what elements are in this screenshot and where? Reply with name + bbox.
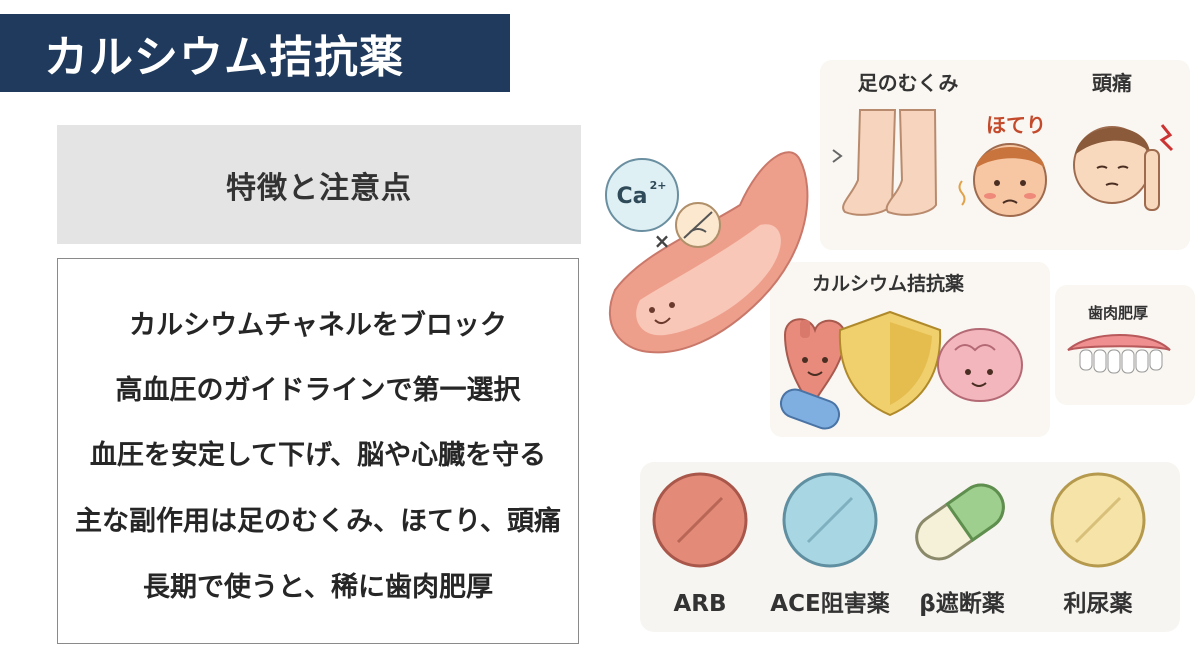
point-item: カルシウムチャネルをブロック: [129, 310, 507, 341]
diuretic-pill-icon: [1050, 472, 1146, 568]
arb-label: ARB: [673, 591, 726, 617]
swollen-feet-icon: [832, 109, 938, 216]
beta-capsule-icon: [915, 483, 1005, 561]
gum-label: 歯肉肥厚: [1088, 304, 1148, 322]
blocked-channel-icon: [675, 202, 721, 248]
beta-blocker-label: β遮断薬: [919, 590, 1004, 617]
shield-icon: [838, 310, 942, 417]
point-item: 高血圧のガイドラインで第一選択: [115, 375, 521, 406]
page-title: カルシウム拮抗薬: [44, 32, 404, 83]
flushed-face-icon: [958, 143, 1047, 217]
ion-label: Ca: [617, 184, 648, 209]
blood-vessel-icon: [609, 151, 809, 354]
diuretic-label: 利尿薬: [1064, 591, 1133, 617]
gum-teeth-icon: [1067, 334, 1171, 374]
title-banner: カルシウム拮抗薬: [0, 14, 510, 92]
ace-pill-icon: [782, 472, 878, 568]
headache-label: 頭痛: [1092, 71, 1132, 95]
arb-pill-icon: [652, 472, 748, 568]
capsule-icon: [779, 388, 841, 430]
point-item: 血圧を安定して下げ、脳や心臓を守る: [89, 440, 547, 471]
ion-charge: 2+: [650, 179, 667, 192]
swelling-label: 足のむくみ: [858, 71, 959, 95]
brain-icon: [937, 328, 1023, 402]
key-points-box: カルシウムチャネルをブロック 高血圧のガイドラインで第一選択 血圧を安定して下げ…: [57, 258, 579, 644]
illustration: Ca 2+ × 足のむくみ 頭痛 ほてり カルシウム拮抗薬: [605, 60, 1195, 632]
drug-label: カルシウム拮抗薬: [812, 272, 964, 295]
calcium-ion-icon: Ca 2+: [605, 158, 679, 232]
subtitle-box: 特徴と注意点: [57, 125, 581, 244]
other-drugs-panel: [640, 462, 1180, 632]
flush-label: ほてり: [986, 113, 1046, 137]
headache-face-icon: [1073, 124, 1174, 211]
subtitle: 特徴と注意点: [226, 170, 412, 206]
block-mark: ×: [654, 229, 671, 253]
ace-label: ACE阻害薬: [770, 590, 889, 617]
point-item: 主な副作用は足のむくみ、ほてり、頭痛: [75, 506, 561, 537]
point-item: 長期で使うと、稀に歯肉肥厚: [143, 572, 493, 603]
